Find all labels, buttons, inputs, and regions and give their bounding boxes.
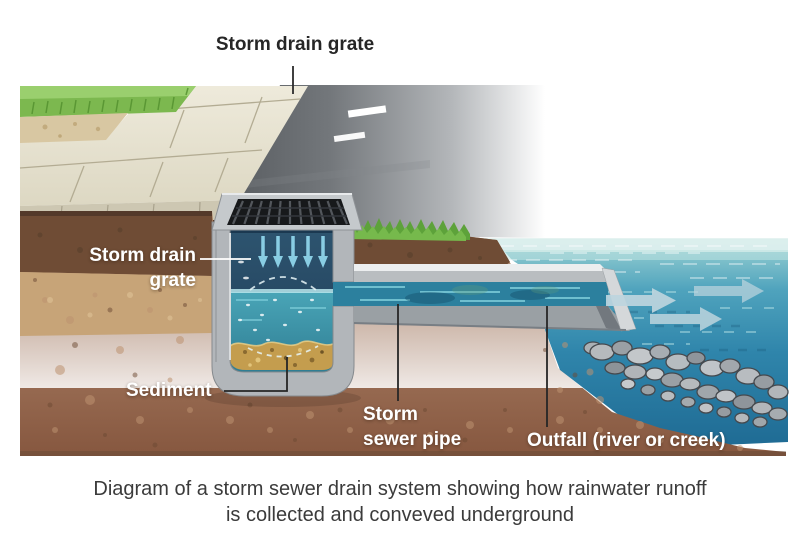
leader-lines bbox=[200, 66, 548, 427]
topsoil-dark-layer bbox=[20, 211, 212, 276]
lane-marking-dash bbox=[333, 131, 366, 143]
catch-basin-grate-label-line2: grate bbox=[149, 270, 196, 291]
lawn-grass bbox=[20, 86, 196, 143]
basin-concrete-walls bbox=[211, 213, 355, 397]
figure-caption-line1: Diagram of a storm sewer drain system sh… bbox=[93, 478, 707, 500]
water-swirl-marks bbox=[238, 260, 320, 358]
catch-basin-grate-label-line1: Storm drain bbox=[89, 245, 196, 266]
lane-marking-dash bbox=[347, 105, 387, 118]
storm-sewer-pipe-label-line1: Storm bbox=[363, 404, 418, 425]
flow-arrow-icon bbox=[650, 307, 722, 331]
roadside-grass bbox=[343, 218, 470, 241]
sediment-layer bbox=[229, 340, 334, 370]
sediment-label: Sediment bbox=[126, 380, 212, 401]
outfall-label: Outfall (river or creek) bbox=[527, 430, 726, 451]
soil-speckles-dark bbox=[33, 278, 627, 448]
sand-strip bbox=[20, 113, 128, 143]
river-flow-arrows bbox=[606, 279, 764, 331]
top-grate-label: Storm drain grate bbox=[215, 34, 375, 55]
grate-slats bbox=[231, 200, 349, 225]
catch-basin bbox=[205, 213, 361, 407]
bank-rocks bbox=[583, 340, 789, 428]
storm-sewer-pipe-label-line2: sewer pipe bbox=[363, 429, 462, 450]
flow-arrow-icon bbox=[694, 279, 764, 303]
storm-sewer-pipe bbox=[333, 264, 637, 332]
inflow-arrows bbox=[258, 236, 328, 268]
storm-sewer-pipe-label: Storm sewer pipe bbox=[363, 402, 461, 452]
storm-drain-grate bbox=[211, 193, 363, 231]
pipe-top-wall bbox=[354, 268, 616, 282]
figure-caption-line2: is collected and conveved underground bbox=[225, 504, 575, 526]
sediment-label-leader bbox=[224, 357, 288, 392]
flow-arrow-icon bbox=[606, 288, 676, 313]
figure-caption: Diagram of a storm sewer drain system sh… bbox=[0, 476, 800, 528]
catch-basin-grate-label: Storm drain grate bbox=[40, 243, 196, 293]
sidewalk-joint-lines bbox=[19, 96, 301, 203]
soil-speckles-light bbox=[42, 292, 743, 451]
